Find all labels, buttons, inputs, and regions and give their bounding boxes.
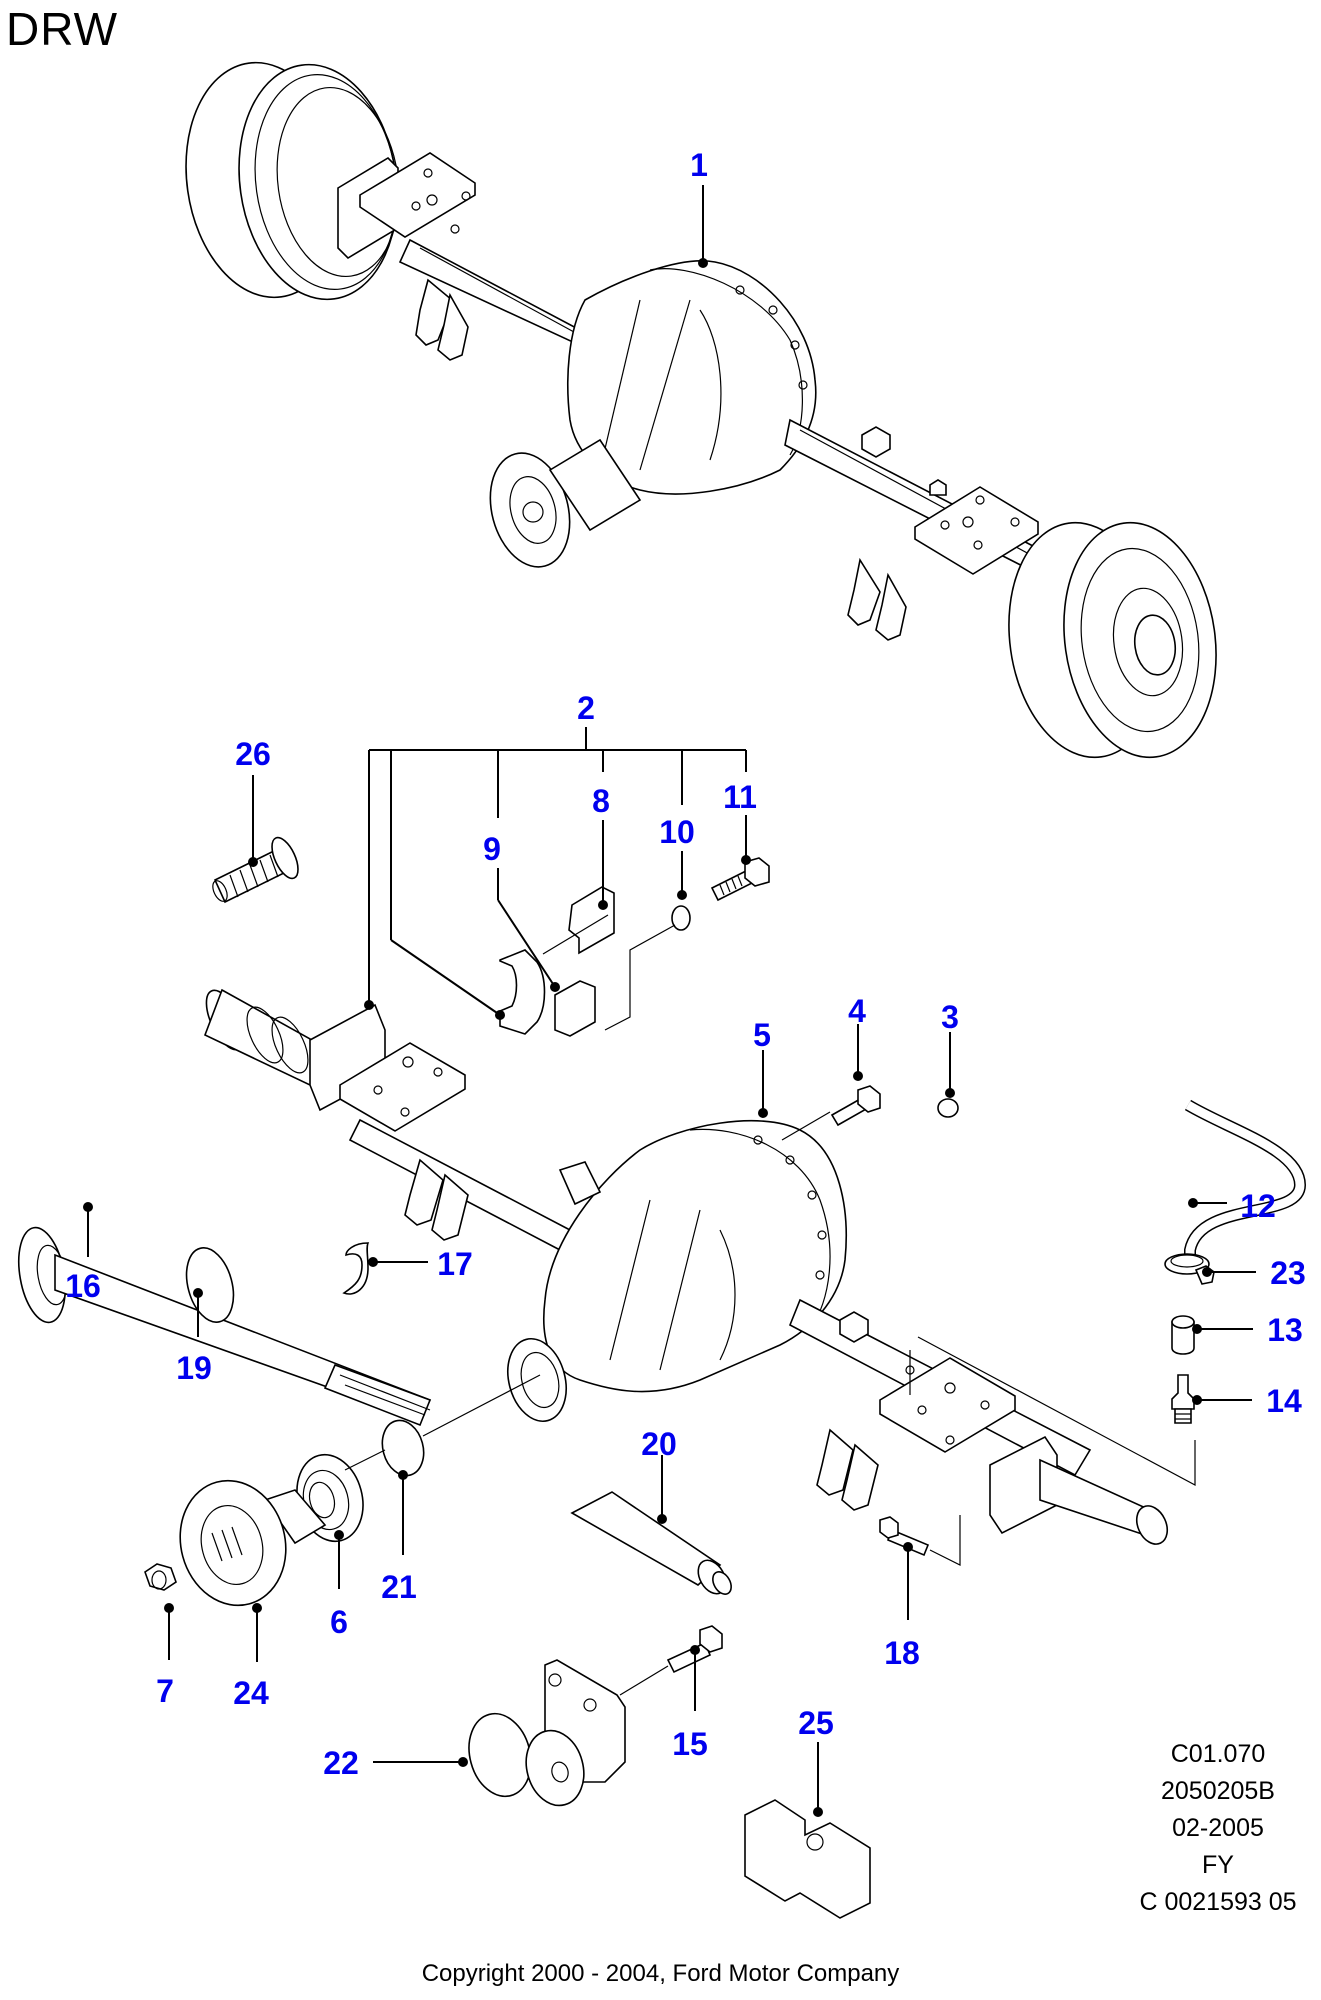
callout-26[interactable]: 26: [235, 736, 271, 867]
part-21-seal: [381, 1419, 425, 1477]
brake-drum-left: [185, 61, 476, 301]
callout-7[interactable]: 7: [156, 1603, 174, 1709]
callout-label-20: 20: [641, 1426, 677, 1462]
brake-drum-right: [1008, 521, 1217, 759]
callout-label-10: 10: [659, 814, 695, 850]
callout-label-14: 14: [1266, 1383, 1302, 1419]
callout-23[interactable]: 23: [1202, 1255, 1306, 1291]
part-12-hose-inner: [1185, 1101, 1305, 1265]
ref-illustration-id: C 0021593 05: [1139, 1888, 1297, 1916]
part-8-bracket: [568, 886, 615, 955]
callout-label-13: 13: [1267, 1312, 1303, 1348]
callout-4[interactable]: 4: [830, 993, 881, 1127]
axle-spindle-right: [788, 1298, 1196, 1545]
callout-label-19: 19: [176, 1350, 212, 1386]
callout-label-2: 2: [577, 690, 595, 726]
callout-19[interactable]: 19: [176, 1288, 212, 1386]
differential-housing-exploded: [507, 1120, 847, 1423]
callout-label-11: 11: [723, 779, 757, 815]
callout-22[interactable]: 22: [323, 1745, 468, 1781]
variant-label: DRW: [6, 3, 119, 55]
callout-label-26: 26: [235, 736, 271, 772]
callout-label-17: 17: [437, 1246, 473, 1282]
callout-9[interactable]: 9: [483, 831, 560, 992]
part-13-cap: [1171, 1315, 1195, 1355]
part-16-axle-shaft: [17, 1226, 432, 1427]
callouts: 1 2 26 8: [65, 147, 1306, 1817]
callout-3[interactable]: 3: [937, 999, 959, 1118]
callout-label-9: 9: [483, 831, 501, 867]
ref-part-number: 2050205B: [1160, 1777, 1275, 1805]
callout-label-22: 22: [323, 1745, 359, 1781]
callout-label-24: 24: [233, 1675, 269, 1711]
callout-5[interactable]: 5: [753, 1017, 831, 1141]
callout-18[interactable]: 18: [884, 1542, 920, 1671]
callout-label-21: 21: [381, 1569, 417, 1605]
part-17-clip: [342, 1242, 370, 1295]
callout-label-15: 15: [672, 1726, 708, 1762]
callout-label-23: 23: [1270, 1255, 1306, 1291]
part-26-stud: [212, 836, 299, 904]
part-7-nut: [144, 1563, 177, 1591]
part-10-clip: [671, 905, 691, 931]
callout-11[interactable]: 11: [723, 779, 757, 865]
copyright-notice: Copyright 2000 - 2004, Ford Motor Compan…: [421, 1960, 900, 1987]
callout-label-12: 12: [1240, 1188, 1276, 1224]
callout-6[interactable]: 6: [330, 1530, 348, 1640]
part-24-flange: [179, 1479, 327, 1607]
callout-14[interactable]: 14: [1192, 1383, 1302, 1419]
callout-label-18: 18: [884, 1635, 920, 1671]
callout-12[interactable]: 12: [1188, 1188, 1276, 1224]
exploded-components-illustration: [17, 836, 1307, 1919]
callout-label-16: 16: [65, 1268, 101, 1304]
callout-24[interactable]: 24: [233, 1603, 269, 1711]
callout-16[interactable]: 16: [65, 1202, 101, 1304]
part-9-cap: [499, 949, 546, 1035]
callout-20[interactable]: 20: [641, 1426, 677, 1524]
callout-label-5: 5: [753, 1017, 771, 1053]
callout-label-3: 3: [941, 999, 959, 1035]
callout-15[interactable]: 15: [672, 1645, 708, 1762]
part-20-tube: [570, 1491, 732, 1595]
callout-2[interactable]: 2: [364, 690, 747, 1020]
part-15-bolt: [619, 1625, 723, 1696]
callout-label-1: 1: [690, 147, 708, 183]
callout-17[interactable]: 17: [368, 1246, 473, 1282]
part-11-bolt: [710, 857, 770, 902]
callout-label-25: 25: [798, 1705, 834, 1741]
callout-label-8: 8: [592, 783, 610, 819]
callout-1[interactable]: 1: [690, 147, 708, 268]
callout-25[interactable]: 25: [798, 1705, 834, 1817]
part-14-fitting: [1171, 1374, 1195, 1424]
callout-label-7: 7: [156, 1673, 174, 1709]
callout-label-6: 6: [330, 1604, 348, 1640]
part-25-block: [744, 1799, 871, 1919]
callout-10[interactable]: 10: [659, 814, 695, 900]
part-18-bolt: [879, 1515, 961, 1566]
part-22-bracket: [468, 1659, 626, 1807]
callout-13[interactable]: 13: [1192, 1312, 1303, 1348]
axle-spindle-left: [203, 988, 572, 1252]
callout-21[interactable]: 21: [344, 1374, 541, 1605]
reference-block: C01.070 2050205B 02-2005 FY C 0021593 05: [1133, 1736, 1303, 1921]
differential-housing: [489, 260, 817, 568]
axle-assembly-illustration: [185, 61, 1217, 759]
ref-market: FY: [1202, 1851, 1234, 1879]
ref-code: C01.070: [1170, 1740, 1266, 1768]
callout-8[interactable]: 8: [592, 783, 610, 910]
ref-date: 02-2005: [1172, 1814, 1264, 1842]
callout-label-4: 4: [848, 993, 866, 1029]
